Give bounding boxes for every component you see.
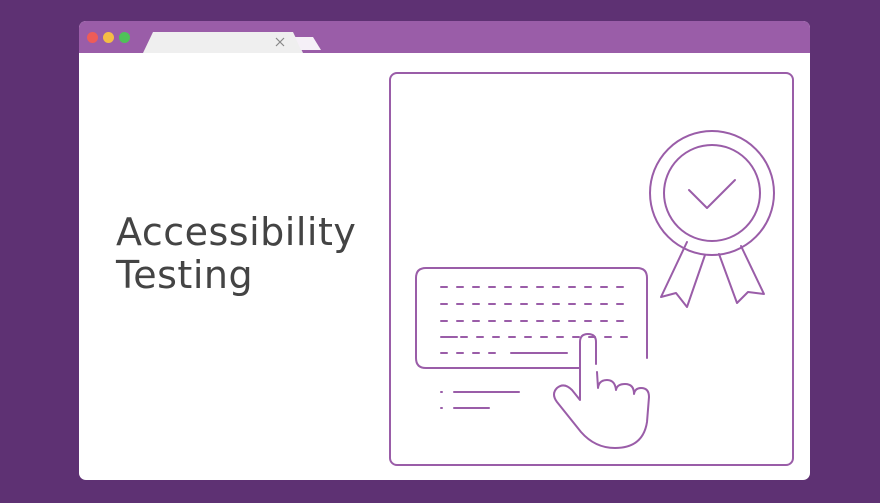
page-title-line-1: Accessibility — [116, 210, 357, 254]
accessibility-illustration — [389, 72, 794, 466]
award-ribbon-icon — [649, 130, 775, 308]
tab-title — [167, 35, 277, 49]
new-tab-button[interactable] — [295, 37, 321, 50]
browser-tab[interactable] — [143, 32, 303, 53]
minimize-window-button[interactable] — [103, 32, 114, 43]
close-window-button[interactable] — [87, 32, 98, 43]
checkmark-icon — [688, 179, 736, 209]
browser-titlebar — [79, 21, 810, 53]
illustration-frame — [389, 72, 794, 466]
maximize-window-button[interactable] — [119, 32, 130, 43]
pointing-hand-icon — [553, 333, 650, 449]
page-title: Accessibility Testing — [116, 211, 376, 297]
browser-window: Accessibility Testing — [79, 21, 810, 480]
page-title-line-2: Testing — [116, 253, 254, 297]
text-lines-icon — [440, 391, 520, 409]
keyboard-icon — [415, 267, 648, 369]
close-icon[interactable] — [274, 36, 286, 48]
